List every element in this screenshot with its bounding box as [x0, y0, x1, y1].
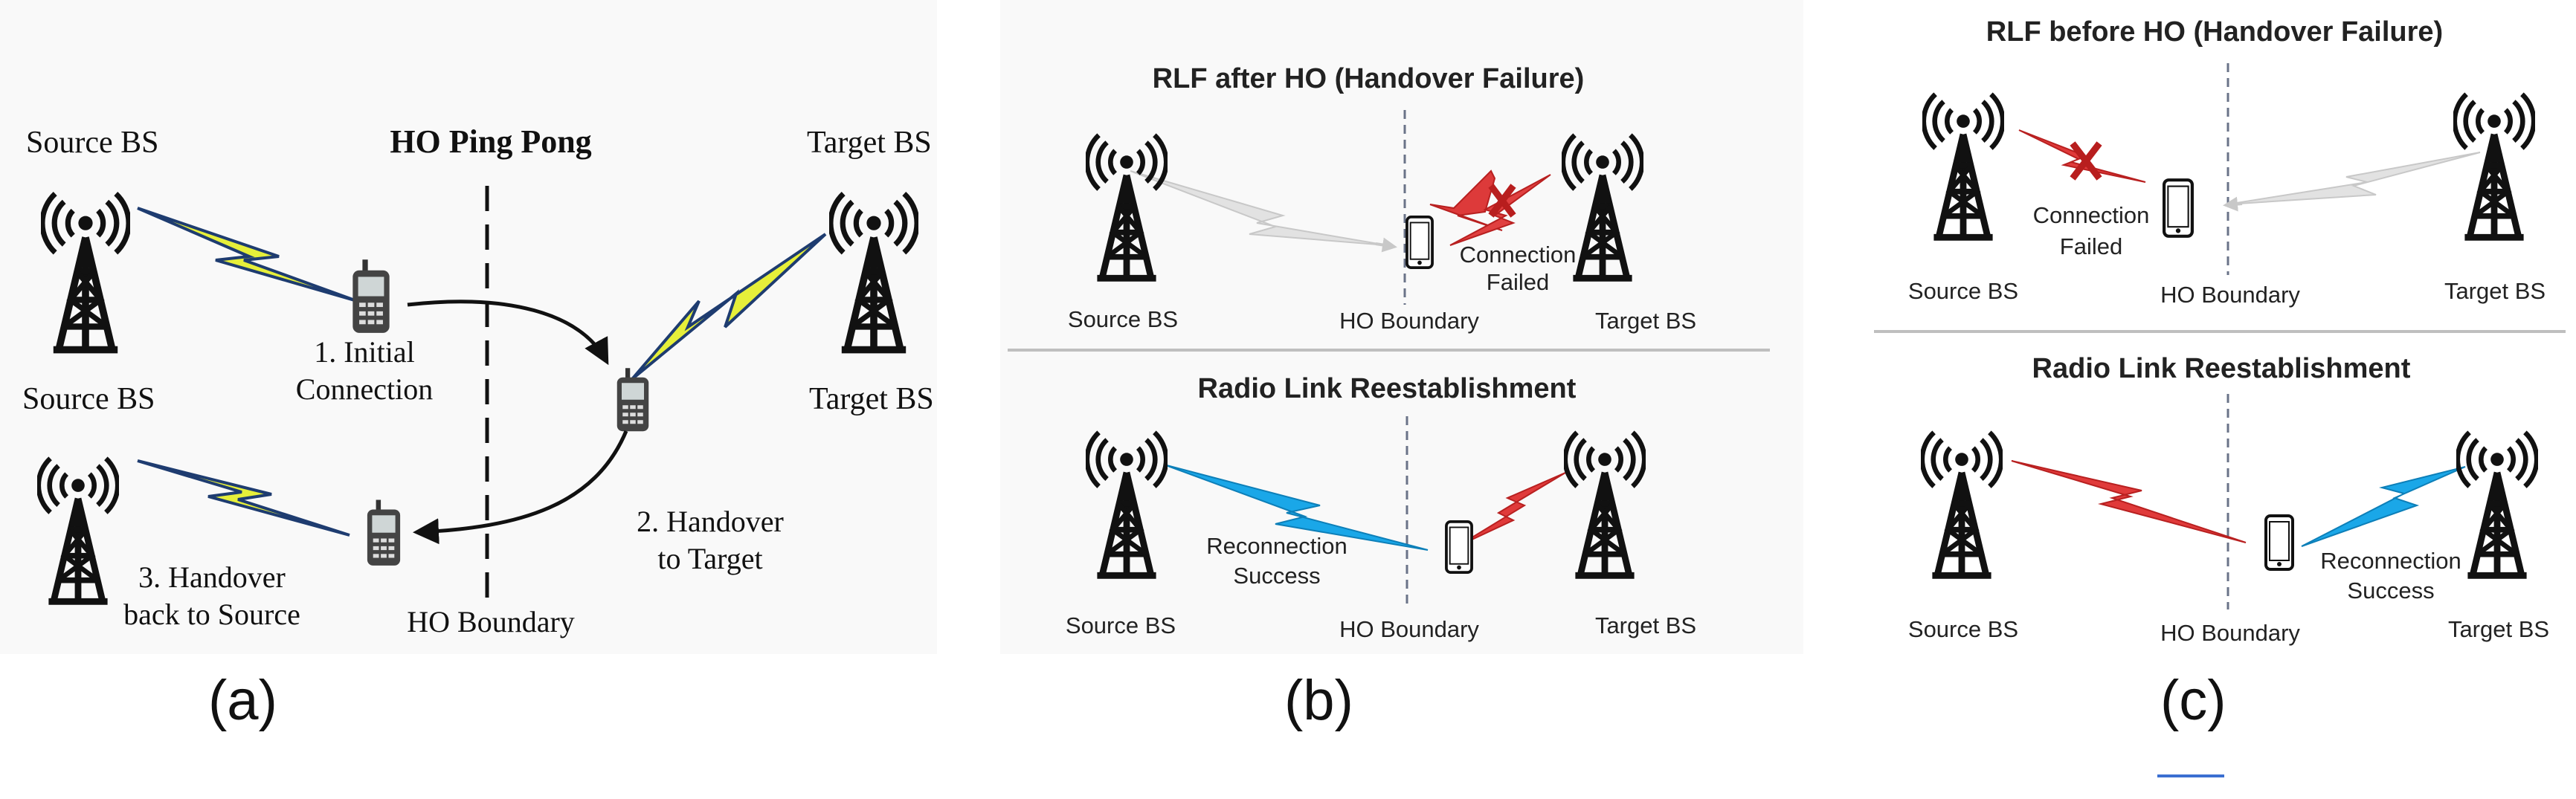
panel-b-diagram: RLF after HO (Handover Failure) Connecti…: [1008, 63, 1770, 642]
panel-c-top-title: RLF before HO (Handover Failure): [1986, 16, 2443, 48]
panel-b-bottom-blue-link: [1163, 464, 1429, 551]
panel-c-bottom-success-line2: Success: [2347, 578, 2434, 604]
panel-c-bottom-phone-icon: [2266, 516, 2293, 569]
step3-label-line1: 3. Handover: [138, 560, 286, 594]
panel-c-bottom-title: Radio Link Reestablishment: [2032, 353, 2411, 384]
link-source-return: [137, 459, 350, 537]
panel-c-top-source-label: Source BS: [1908, 278, 2018, 304]
link-target-handover: [631, 233, 827, 381]
panel-c-top-fail-line2: Failed: [2060, 233, 2122, 259]
panel-c-top-fail-line1: Connection: [2033, 202, 2150, 228]
panel-c-top-source-tower-icon: [1924, 94, 2003, 237]
panel-c-bottom-target-tower-icon: [2458, 433, 2537, 576]
panel-c-diagram: RLF before HO (Handover Failure) Connect…: [1874, 16, 2566, 646]
source-bs-bottom-tower-icon: [39, 459, 117, 602]
caption-a: (a): [208, 669, 277, 732]
panel-b-top-gray-link: [1130, 170, 1388, 246]
panel-b-bottom-target-label: Target BS: [1595, 612, 1696, 638]
panel-a-ho-ping-pong: HO Ping Pong Source BS Target BS Source …: [0, 0, 937, 654]
ho-boundary-label: HO Boundary: [407, 605, 575, 638]
phone-target-icon: [616, 368, 649, 432]
panel-b-bottom-success-line1: Reconnection: [1206, 533, 1347, 559]
arrow-handover-to-target: [407, 300, 609, 366]
caption-c-underline: [2157, 774, 2224, 777]
panel-b-top-fail-x-icon: [1488, 184, 1516, 218]
panel-c-bottom-source-tower-icon: [1922, 433, 2001, 576]
panel-c-bottom-boundary-label: HO Boundary: [2160, 620, 2300, 646]
panel-c-bottom-target-label: Target BS: [2448, 616, 2549, 642]
panel-b-top-red-link: [1429, 169, 1503, 231]
panel-b-top-target-label: Target BS: [1595, 308, 1696, 334]
panel-c-bottom-source-label: Source BS: [1908, 616, 2018, 642]
panel-c-rlf-before-ho: RLF before HO (Handover Failure) Connect…: [1870, 0, 2569, 669]
panel-c-bottom-success-line1: Reconnection: [2320, 548, 2461, 574]
panel-b-top-boundary-label: HO Boundary: [1339, 308, 1479, 334]
panel-c-top-target-label: Target BS: [2444, 278, 2546, 304]
caption-b: (b): [1284, 669, 1353, 732]
panel-b-bottom-red-link: [1457, 472, 1566, 547]
target-bs-top-label: Target BS: [807, 126, 932, 160]
panel-b-rlf-after-ho: RLF after HO (Handover Failure) Connecti…: [1000, 0, 1803, 654]
panel-b-top-source-tower-icon: [1087, 135, 1166, 278]
panel-a-diagram: HO Ping Pong Source BS Target BS Source …: [22, 123, 934, 638]
panel-c-top-fail-x-icon: [2070, 141, 2102, 181]
panel-b-top-fail-line2: Failed: [1487, 269, 1549, 295]
source-bs-top-tower-icon: [42, 194, 129, 350]
panel-b-bottom-success-line2: Success: [1233, 563, 1320, 589]
panel-a-title: HO Ping Pong: [390, 123, 591, 160]
panel-c-top-phone-icon: [2164, 180, 2192, 236]
phone-initial-icon: [352, 259, 390, 333]
step1-label-line1: 1. Initial: [314, 335, 415, 369]
panel-b-bottom-boundary-label: HO Boundary: [1339, 616, 1479, 642]
link-source-initial: [137, 207, 358, 303]
panel-b-bottom-phone-icon: [1445, 520, 1473, 574]
step2-label-line2: to Target: [657, 542, 762, 575]
panel-b-bottom-title: Radio Link Reestablishment: [1198, 373, 1577, 404]
panel-b-bottom-target-tower-icon: [1565, 433, 1644, 576]
step3-label-line2: back to Source: [123, 598, 300, 631]
panel-b-top-phone-icon: [1405, 216, 1434, 269]
panel-c-bottom-red-link: [2011, 460, 2247, 543]
caption-c: (c): [2160, 669, 2226, 732]
phone-return-icon: [367, 499, 401, 566]
panel-b-bottom-source-tower-icon: [1087, 433, 1166, 576]
panel-b-bottom-source-label: Source BS: [1066, 612, 1176, 638]
panel-c-top-gray-link: [2226, 152, 2481, 205]
target-bs-top-tower-icon: [831, 194, 917, 350]
panel-b-top-fail-line1: Connection: [1460, 242, 1577, 268]
source-bs-bottom-label: Source BS: [22, 382, 155, 416]
panel-b-top-title: RLF after HO (Handover Failure): [1153, 63, 1585, 94]
panel-c-top-boundary-label: HO Boundary: [2160, 282, 2300, 308]
arrow-handover-back: [413, 430, 628, 545]
target-bs-bottom-label: Target BS: [809, 382, 934, 416]
source-bs-top-label: Source BS: [26, 126, 159, 160]
step1-label-line2: Connection: [296, 372, 433, 406]
panel-c-bottom-blue-link: [2301, 466, 2466, 547]
step2-label-line1: 2. Handover: [637, 505, 784, 538]
panel-c-top-target-tower-icon: [2455, 94, 2534, 237]
panel-b-top-source-label: Source BS: [1068, 306, 1178, 332]
